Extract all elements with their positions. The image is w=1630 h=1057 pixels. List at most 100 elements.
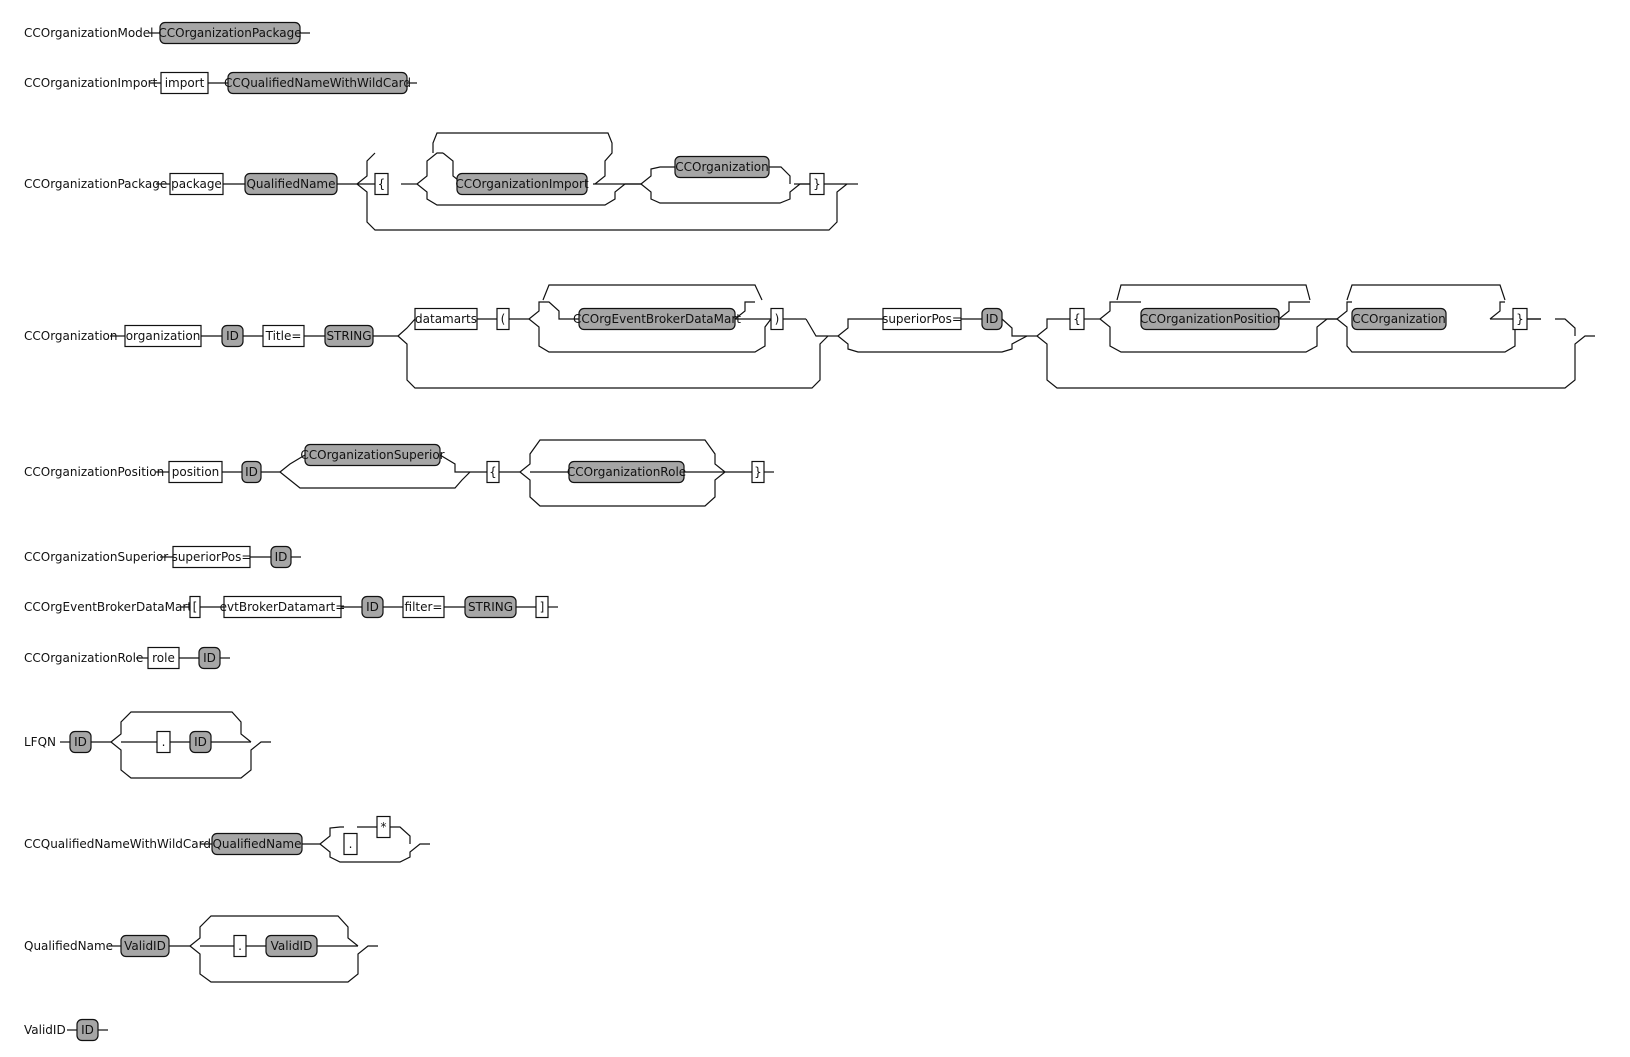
terminal-dot: .: [343, 832, 358, 856]
token-label: ID: [245, 465, 258, 479]
nonterminal-id[interactable]: ID: [981, 307, 1003, 331]
nonterminal-ccqualified-name-with-wild-card[interactable]: CCQualifiedNameWithWildCard: [224, 71, 411, 95]
connector-line: [1346, 284, 1506, 301]
nonterminal-qualified-name[interactable]: QualifiedName: [244, 172, 338, 196]
rule-name-label: CCQualifiedNameWithWildCard: [24, 837, 211, 851]
connector-line: [1489, 301, 1505, 320]
token-label: {: [489, 465, 497, 479]
terminal-box: [262, 324, 305, 348]
connector-line: [279, 471, 471, 489]
token-label: ID: [194, 735, 207, 749]
terminal-box: [169, 172, 224, 196]
token-label: datamarts: [415, 312, 477, 326]
nonterminal-ccorganization-role[interactable]: CCOrganizationRole: [567, 460, 686, 484]
nonterminal-id[interactable]: ID: [221, 324, 244, 348]
nonterminal-ccorganization-position[interactable]: CCOrganizationPosition: [1140, 307, 1280, 331]
connector-line: [640, 183, 810, 204]
nonterminal-id[interactable]: ID: [270, 545, 292, 569]
token-label: ]: [540, 600, 545, 614]
nonterminal-id[interactable]: ID: [198, 646, 221, 670]
connector-line: [189, 915, 359, 947]
terminal-box: [402, 595, 445, 619]
terminal-title: Title=: [262, 324, 305, 348]
nonterminal-box: [304, 443, 441, 467]
terminal-box: [1069, 307, 1085, 331]
rule-name-label: CCOrganizationModel: [24, 26, 154, 40]
terminal-dot: .: [156, 730, 171, 754]
connector-line: [110, 711, 252, 743]
token-label: .: [238, 939, 242, 953]
connector-line: [390, 826, 411, 844]
nonterminal-qualified-name[interactable]: QualifiedName: [211, 832, 303, 856]
nonterminal-id[interactable]: ID: [69, 730, 92, 754]
token-label: superiorPos=: [882, 312, 962, 326]
nonterminal-box: [981, 307, 1003, 331]
terminal-role: role: [147, 646, 180, 670]
nonterminal-box: [464, 595, 517, 619]
token-label: STRING: [326, 329, 371, 343]
terminal-open-brace: {: [486, 460, 500, 484]
token-label: ID: [226, 329, 239, 343]
terminal-box: [160, 71, 209, 95]
token-label: superiorPos=: [172, 550, 252, 564]
connector-line: [1036, 335, 1595, 389]
nonterminal-valid-id[interactable]: ValidID: [120, 934, 170, 958]
connector-line: [356, 152, 376, 185]
rule-lfqn-wires: [60, 711, 271, 779]
terminal-open-bracket: [: [189, 595, 201, 619]
connector-line: [416, 183, 641, 206]
nonterminal-ccorganization-import[interactable]: CCOrganizationImport: [455, 172, 589, 196]
nonterminal-id[interactable]: ID: [76, 1018, 99, 1042]
token-label: role: [152, 651, 175, 665]
token-label: ID: [74, 735, 87, 749]
token-label: (: [501, 312, 506, 326]
connector-line: [805, 318, 828, 337]
nonterminal-ccorg-event-broker-data-mart[interactable]: CCOrgEventBrokerDataMart: [573, 307, 741, 331]
nonterminal-box: [159, 21, 301, 45]
nonterminal-box: [211, 832, 303, 856]
nonterminal-ccorganization[interactable]: CCOrganization: [1351, 307, 1447, 331]
token-label: QualifiedName: [246, 177, 335, 191]
nonterminal-box: [270, 545, 292, 569]
terminal-close-brace: }: [751, 460, 765, 484]
token-label: CCOrganizationPosition: [1140, 312, 1280, 326]
terminal-organization: organization: [124, 324, 202, 348]
rule-name-label: CCOrganizationImport: [24, 76, 158, 90]
connector-line: [319, 826, 344, 845]
token-label: import: [165, 76, 205, 90]
terminal-close-paren: ): [770, 307, 784, 331]
rule-name-label: CCOrganizationPackage: [24, 177, 167, 191]
nonterminal-id[interactable]: ID: [361, 595, 384, 619]
nonterminal-ccorganization[interactable]: CCOrganization: [674, 155, 770, 179]
terminal-dot: .: [233, 934, 247, 958]
token-label: .: [349, 837, 353, 851]
nonterminal-string[interactable]: STRING: [324, 324, 374, 348]
nonterminal-id[interactable]: ID: [241, 460, 262, 484]
rule-name-label: CCOrganizationRole: [24, 651, 143, 665]
nonterminal-string[interactable]: STRING: [464, 595, 517, 619]
terminal-box: [223, 595, 342, 619]
nonterminal-ccorganization-package[interactable]: CCOrganizationPackage: [158, 21, 302, 45]
connector-line: [416, 152, 443, 185]
nonterminal-ccorganization-superior[interactable]: CCOrganizationSuperior: [300, 443, 445, 467]
terminal-box: [156, 730, 171, 754]
nonterminal-id[interactable]: ID: [189, 730, 212, 754]
nonterminal-valid-id[interactable]: ValidID: [265, 934, 318, 958]
rule-ccqualified-name-with-wild-card-wires: [200, 826, 430, 863]
terminal-box: [486, 460, 500, 484]
connector-line: [432, 132, 613, 185]
nonterminal-box: [189, 730, 212, 754]
terminal-open-brace: {: [1069, 307, 1085, 331]
connector-line: [1036, 318, 1070, 337]
terminal-box: [809, 172, 825, 196]
connector-line: [110, 741, 271, 779]
connector-line: [1099, 301, 1141, 320]
rule-ccorganization-model: CCOrganizationModel CCOrganizationPackage: [24, 21, 302, 45]
terminal-box: [751, 460, 765, 484]
token-label: evtBrokerDatamart=: [220, 600, 346, 614]
terminal-box: [147, 646, 180, 670]
terminal-asterisk: *: [376, 815, 391, 839]
terminal-box: [189, 595, 201, 619]
